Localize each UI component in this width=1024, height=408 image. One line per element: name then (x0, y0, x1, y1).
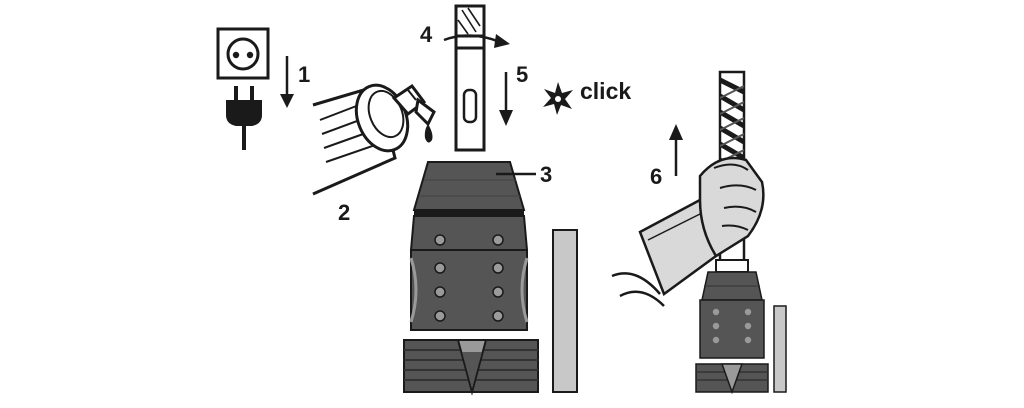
arrow-up-6 (669, 124, 683, 176)
side-bar-large (552, 229, 578, 393)
arrow-down-1 (280, 56, 294, 108)
step-label-4: 4 (420, 22, 433, 47)
step-label-1: 1 (298, 62, 310, 87)
step-label-2: 2 (338, 200, 350, 225)
step-label-5: 5 (516, 62, 528, 87)
power-plug-icon (226, 86, 262, 150)
arrow-down-5 (499, 72, 513, 126)
spark-icon (543, 82, 573, 115)
click-text: click (580, 78, 631, 104)
grease-tube-icon (312, 83, 436, 196)
glove-hand-icon (611, 156, 765, 307)
small-chuck-icon (695, 259, 769, 395)
rotate-arrow-4 (443, 34, 510, 48)
drill-bit-shank-icon (454, 4, 486, 152)
step-label-3: 3 (540, 162, 552, 187)
chuck-icon (403, 161, 539, 396)
side-bar-small (773, 305, 787, 393)
step-label-6: 6 (650, 164, 662, 189)
power-outlet-icon (216, 27, 270, 80)
